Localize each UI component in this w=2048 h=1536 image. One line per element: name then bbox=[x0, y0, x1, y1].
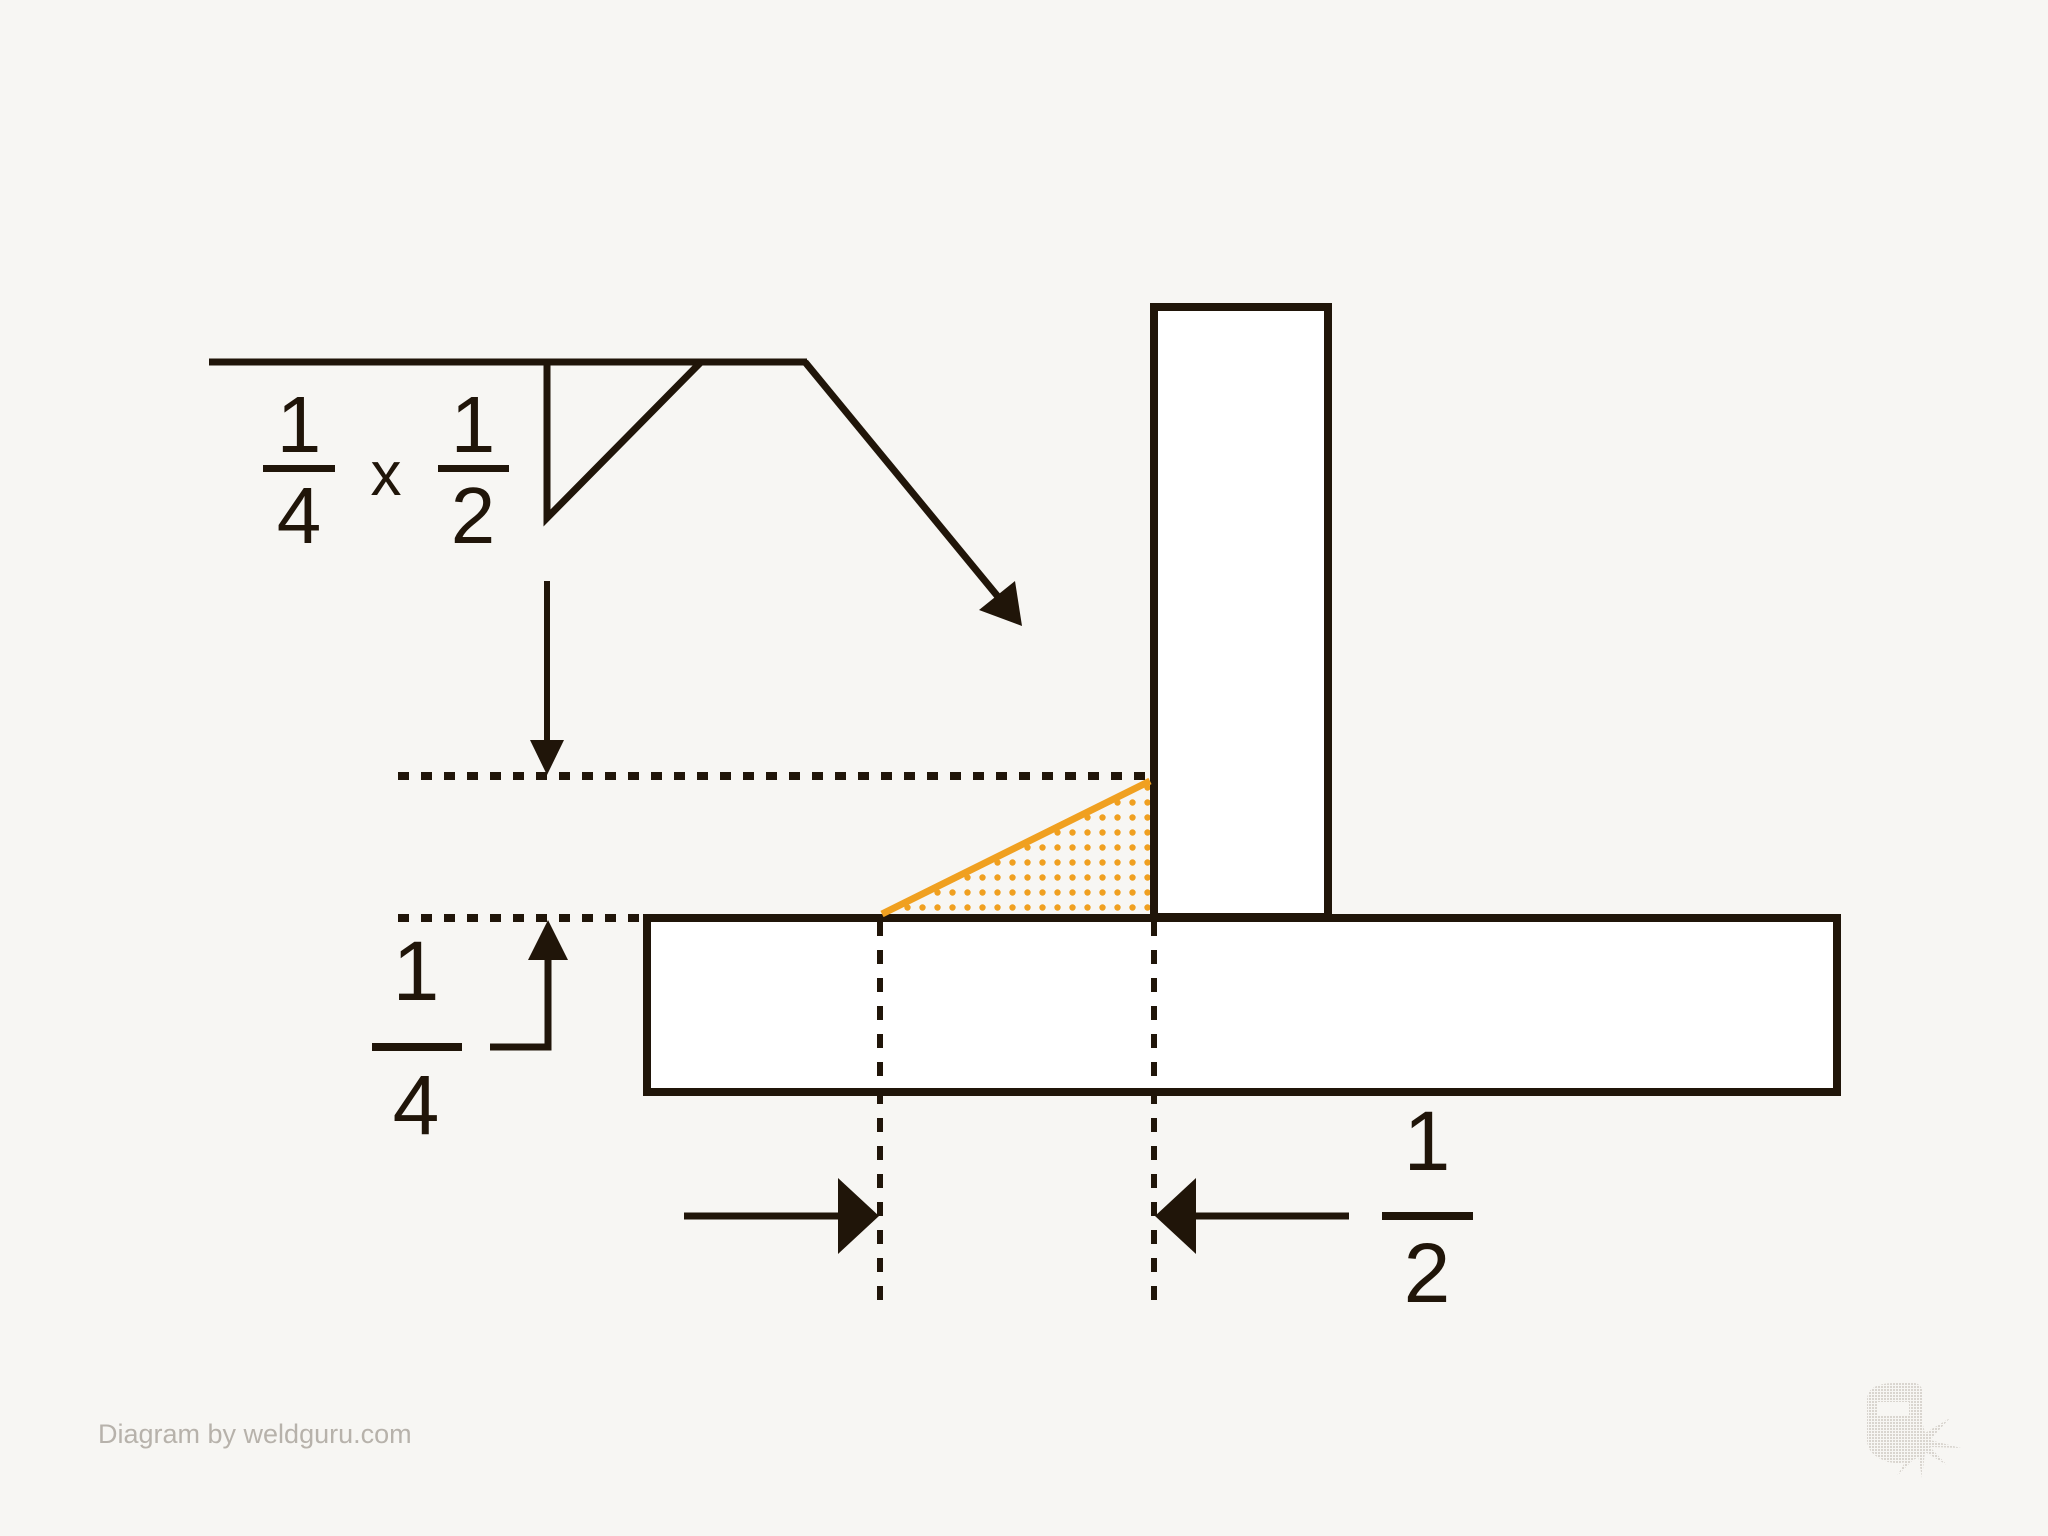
times-label: x bbox=[371, 440, 402, 509]
fillet-weld-symbol-icon bbox=[543, 359, 704, 527]
svg-text:1: 1 bbox=[1404, 1094, 1451, 1188]
welding-helmet-spark-icon bbox=[1867, 1383, 1961, 1478]
weld-size-label: 1 4 bbox=[263, 380, 335, 560]
svg-text:1: 1 bbox=[277, 380, 322, 469]
weld-length-label: 1 2 bbox=[438, 380, 509, 560]
svg-text:1: 1 bbox=[451, 380, 496, 469]
svg-text:2: 2 bbox=[451, 471, 496, 560]
credit-text: Diagram by weldguru.com bbox=[98, 1419, 412, 1449]
weld-reference-line bbox=[209, 358, 1007, 607]
down-arrowhead-icon bbox=[530, 740, 564, 775]
up-arrow-line bbox=[490, 960, 552, 1051]
leader-arrow-line bbox=[802, 359, 1007, 607]
vertical-leg-dimension: 1 4 bbox=[372, 924, 462, 1152]
base-plate bbox=[643, 914, 1841, 1096]
svg-text:2: 2 bbox=[1404, 1226, 1451, 1320]
horizontal-leg-dimension: 1 2 bbox=[1382, 1094, 1473, 1320]
right-pointing-arrowhead-icon bbox=[838, 1178, 879, 1254]
svg-text:1: 1 bbox=[393, 924, 440, 1018]
svg-text:4: 4 bbox=[393, 1058, 440, 1152]
leader-arrowhead-icon bbox=[979, 581, 1022, 626]
vertical-plate bbox=[1150, 303, 1332, 921]
left-pointing-arrowhead-icon bbox=[1155, 1178, 1196, 1254]
svg-text:4: 4 bbox=[277, 471, 322, 560]
up-arrowhead-icon bbox=[528, 920, 568, 960]
fillet-weld bbox=[880, 777, 1152, 918]
